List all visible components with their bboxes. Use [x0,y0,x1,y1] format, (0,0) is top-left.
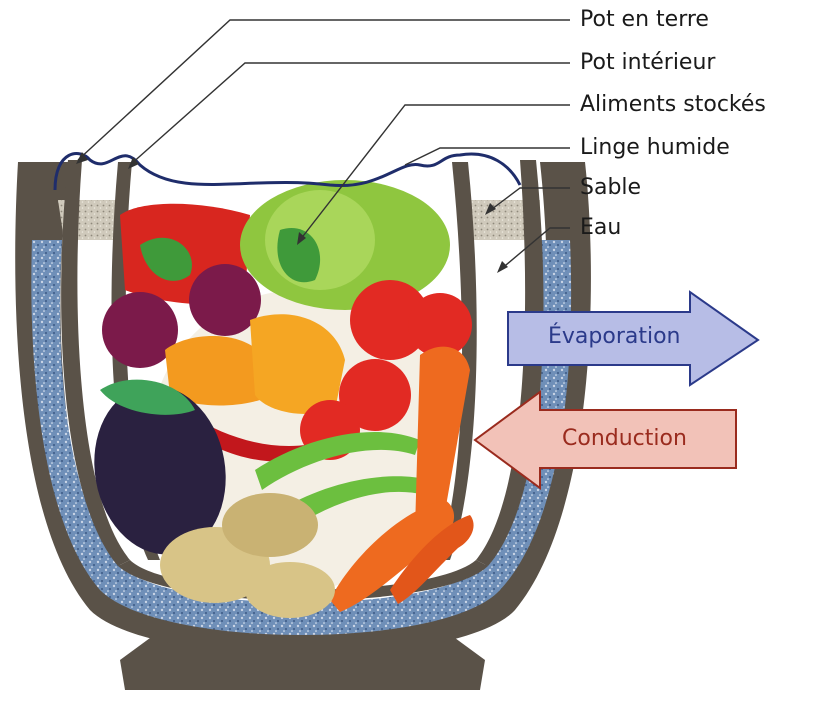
label-pot-interieur: Pot intérieur [580,52,715,74]
label-eau: Eau [580,217,621,239]
label-aliments-stockes: Aliments stockés [580,94,766,116]
label-pot-en-terre: Pot en terre [580,9,709,31]
conduction-label: Conduction [562,428,687,450]
label-linge-humide: Linge humide [580,137,730,159]
evaporation-label: Évaporation [548,326,681,348]
label-sable: Sable [580,177,641,199]
stored-food [81,180,473,618]
